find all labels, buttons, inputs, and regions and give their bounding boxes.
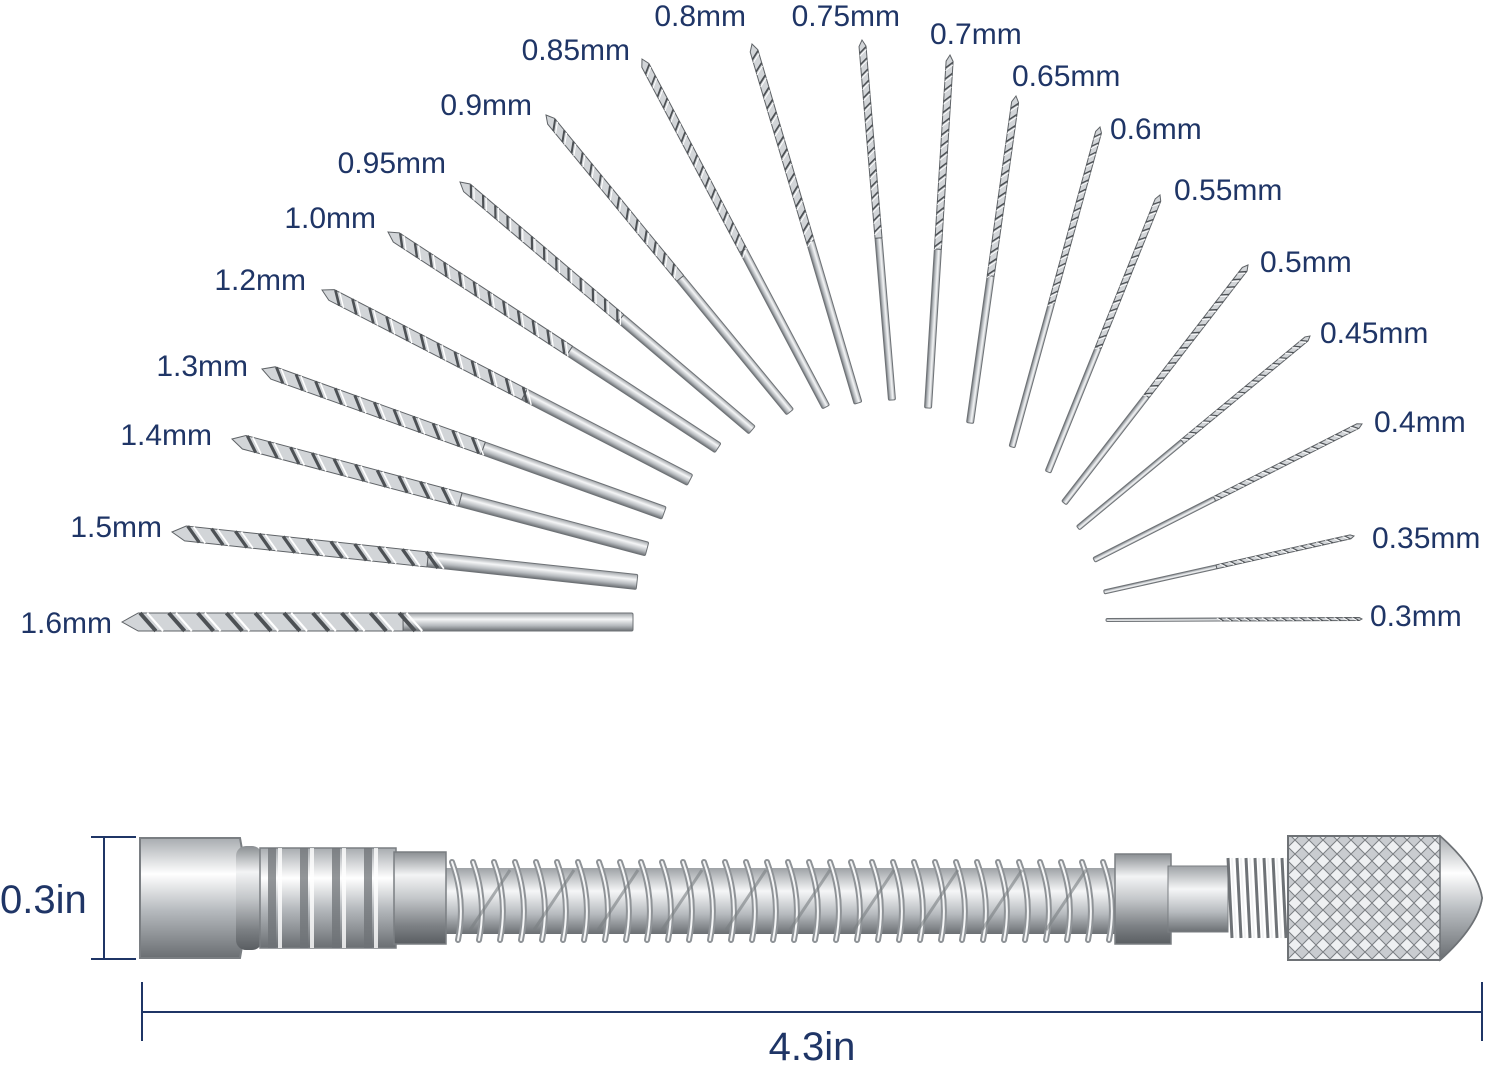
drill-bit bbox=[1092, 423, 1363, 563]
length-label: 4.3in bbox=[769, 1025, 856, 1067]
drill-bit bbox=[459, 181, 756, 434]
bit-size-label: 0.35mm bbox=[1372, 522, 1480, 555]
drill-bits-fan bbox=[120, 38, 1364, 633]
drill-bit bbox=[641, 58, 830, 409]
drill-bit bbox=[261, 366, 667, 520]
drill-bit bbox=[170, 525, 639, 590]
bit-size-label: 0.95mm bbox=[338, 147, 446, 180]
drill-bit bbox=[1008, 126, 1102, 448]
bit-size-label: 1.3mm bbox=[156, 350, 248, 383]
bit-size-label: 0.85mm bbox=[522, 34, 630, 67]
drill-bit bbox=[321, 289, 693, 486]
bit-size-label: 0.3mm bbox=[1370, 600, 1462, 633]
vise-sleeve bbox=[1167, 865, 1229, 933]
bit-size-label: 0.45mm bbox=[1320, 317, 1428, 350]
drill-bit bbox=[749, 43, 862, 405]
vise-end-cap bbox=[139, 837, 247, 959]
vise-chuck-tip bbox=[1439, 834, 1483, 962]
drill-bit bbox=[120, 611, 634, 633]
bit-size-label: 0.65mm bbox=[1012, 60, 1120, 93]
bit-size-label: 0.9mm bbox=[440, 89, 532, 122]
drill-bit bbox=[1045, 194, 1162, 474]
drill-bit bbox=[1076, 335, 1311, 530]
pin-vise bbox=[139, 834, 1484, 962]
vise-spring bbox=[449, 859, 1115, 943]
drill-bit bbox=[966, 94, 1020, 424]
drill-bit bbox=[1103, 534, 1356, 595]
vise-neck bbox=[236, 846, 262, 950]
vise-grip bbox=[259, 847, 397, 949]
bit-size-labels: 1.6mm 1.5mm 1.4mm 1.3mm 1.2mm 1.0mm 0.95mm 0.9m… bbox=[20, 0, 1480, 640]
vise-threads bbox=[1226, 857, 1291, 939]
bit-size-label: 0.55mm bbox=[1174, 174, 1282, 207]
height-label: 0.3in bbox=[0, 878, 87, 922]
bit-size-label: 0.7mm bbox=[930, 18, 1022, 51]
vise-collar-right bbox=[1114, 853, 1172, 945]
length-dimension: 4.3in bbox=[141, 982, 1483, 1067]
bit-size-label: 1.5mm bbox=[70, 511, 162, 544]
bit-size-label: 1.4mm bbox=[120, 419, 212, 452]
drill-bit bbox=[231, 434, 649, 556]
bit-size-label: 1.6mm bbox=[20, 607, 112, 640]
vise-collar-left bbox=[393, 851, 447, 945]
drill-bit bbox=[858, 38, 896, 401]
bit-size-label: 1.2mm bbox=[214, 264, 306, 297]
bit-size-label: 0.75mm bbox=[792, 0, 900, 33]
bit-size-label: 0.5mm bbox=[1260, 246, 1352, 279]
drill-bit bbox=[924, 53, 954, 409]
drill-bit bbox=[1061, 264, 1249, 505]
height-dimension: 0.3in bbox=[0, 836, 136, 960]
bit-size-label: 0.8mm bbox=[654, 0, 746, 33]
drill-bit bbox=[387, 231, 721, 453]
bit-size-label: 0.6mm bbox=[1110, 113, 1202, 146]
bit-size-label: 0.4mm bbox=[1374, 406, 1466, 439]
drill-bit bbox=[1105, 617, 1364, 622]
drill-bit bbox=[545, 114, 794, 415]
vise-grip-grooves bbox=[268, 848, 378, 948]
bit-size-label: 1.0mm bbox=[284, 202, 376, 235]
